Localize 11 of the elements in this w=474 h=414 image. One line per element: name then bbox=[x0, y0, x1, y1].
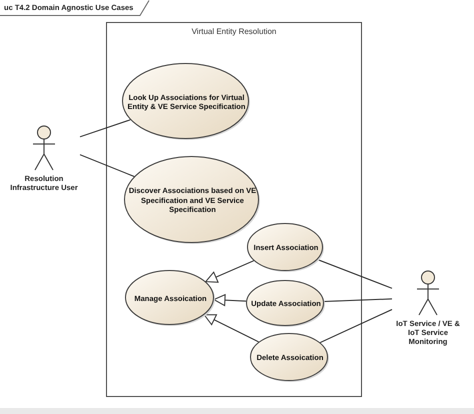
actor bbox=[8, 125, 80, 192]
association-line bbox=[316, 259, 392, 289]
generalization-arrow bbox=[213, 294, 247, 306]
generalization-arrow bbox=[204, 314, 260, 342]
system-boundary bbox=[106, 22, 362, 397]
boundary-title: Virtual Entity Resolution bbox=[192, 27, 276, 36]
association-line bbox=[80, 119, 131, 138]
association-line bbox=[80, 154, 135, 177]
generalization-arrow bbox=[205, 260, 254, 283]
association-line bbox=[323, 298, 392, 302]
association-line bbox=[320, 309, 392, 344]
